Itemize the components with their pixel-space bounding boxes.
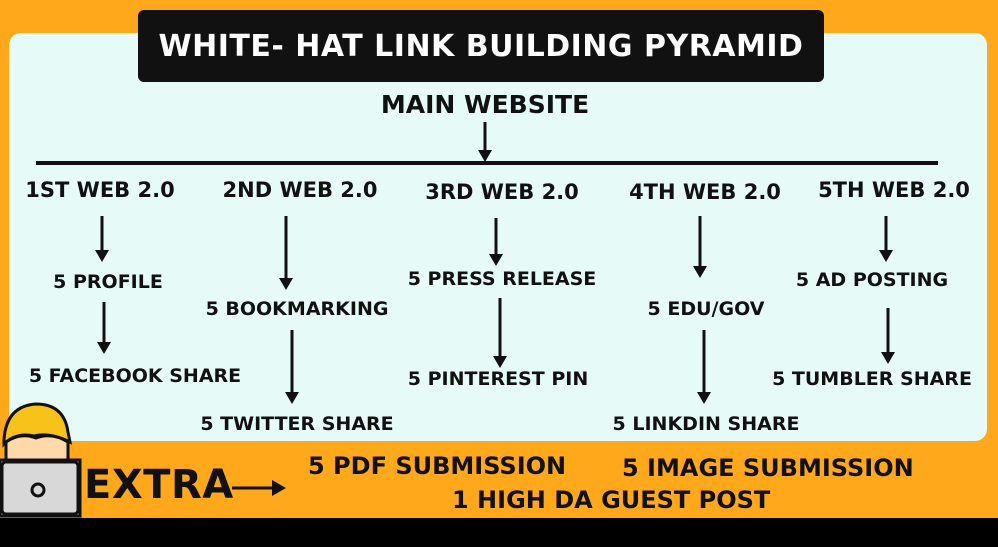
column-4-item-2: 5 LINKDIN SHARE <box>612 413 800 435</box>
content-panel <box>9 33 987 441</box>
mascot-laptop-icon <box>0 402 82 518</box>
down-arrow-icon <box>97 302 111 354</box>
connector-line <box>36 161 938 165</box>
column-1-heading: 1ST WEB 2.0 <box>25 178 175 202</box>
column-5-heading: 5TH WEB 2.0 <box>818 178 970 202</box>
extra-item-pdf: 5 PDF SUBMISSION <box>308 452 567 480</box>
down-arrow-icon <box>489 218 503 266</box>
column-5-item-2: 5 TUMBLER SHARE <box>772 368 972 390</box>
down-arrow-icon <box>279 216 293 290</box>
column-2-item-1: 5 BOOKMARKING <box>205 298 389 320</box>
extra-item-guest-post: 1 HIGH DA GUEST POST <box>452 486 771 514</box>
down-arrow-icon <box>697 330 711 404</box>
column-3-heading: 3RD WEB 2.0 <box>425 180 579 204</box>
column-3-item-1: 5 PRESS RELEASE <box>407 268 597 290</box>
column-4-item-1: 5 EDU/GOV <box>647 298 765 320</box>
column-4-heading: 4TH WEB 2.0 <box>629 180 781 204</box>
down-arrow-icon <box>478 122 492 162</box>
column-2-item-2: 5 TWITTER SHARE <box>200 413 394 435</box>
column-1-item-2: 5 FACEBOOK SHARE <box>28 365 242 387</box>
down-arrow-icon <box>879 216 893 262</box>
main-website-label: MAIN WEBSITE <box>380 90 590 119</box>
column-3-item-2: 5 PINTEREST PIN <box>407 368 589 390</box>
down-arrow-icon <box>881 308 895 364</box>
title-banner-tail <box>806 64 824 82</box>
page-title: WHITE- HAT LINK BUILDING PYRAMID <box>158 28 804 64</box>
down-arrow-icon <box>285 330 299 404</box>
down-arrow-icon <box>493 298 507 368</box>
extra-item-image: 5 IMAGE SUBMISSION <box>622 454 914 482</box>
column-1-item-1: 5 PROFILE <box>53 271 163 293</box>
down-arrow-icon <box>693 216 707 278</box>
extra-label: EXTRA <box>84 462 234 508</box>
down-arrow-icon <box>95 216 109 262</box>
right-arrow-icon <box>232 480 286 496</box>
column-5-item-1: 5 AD POSTING <box>795 269 949 291</box>
title-banner: WHITE- HAT LINK BUILDING PYRAMID <box>138 10 824 82</box>
column-2-heading: 2ND WEB 2.0 <box>222 178 378 202</box>
